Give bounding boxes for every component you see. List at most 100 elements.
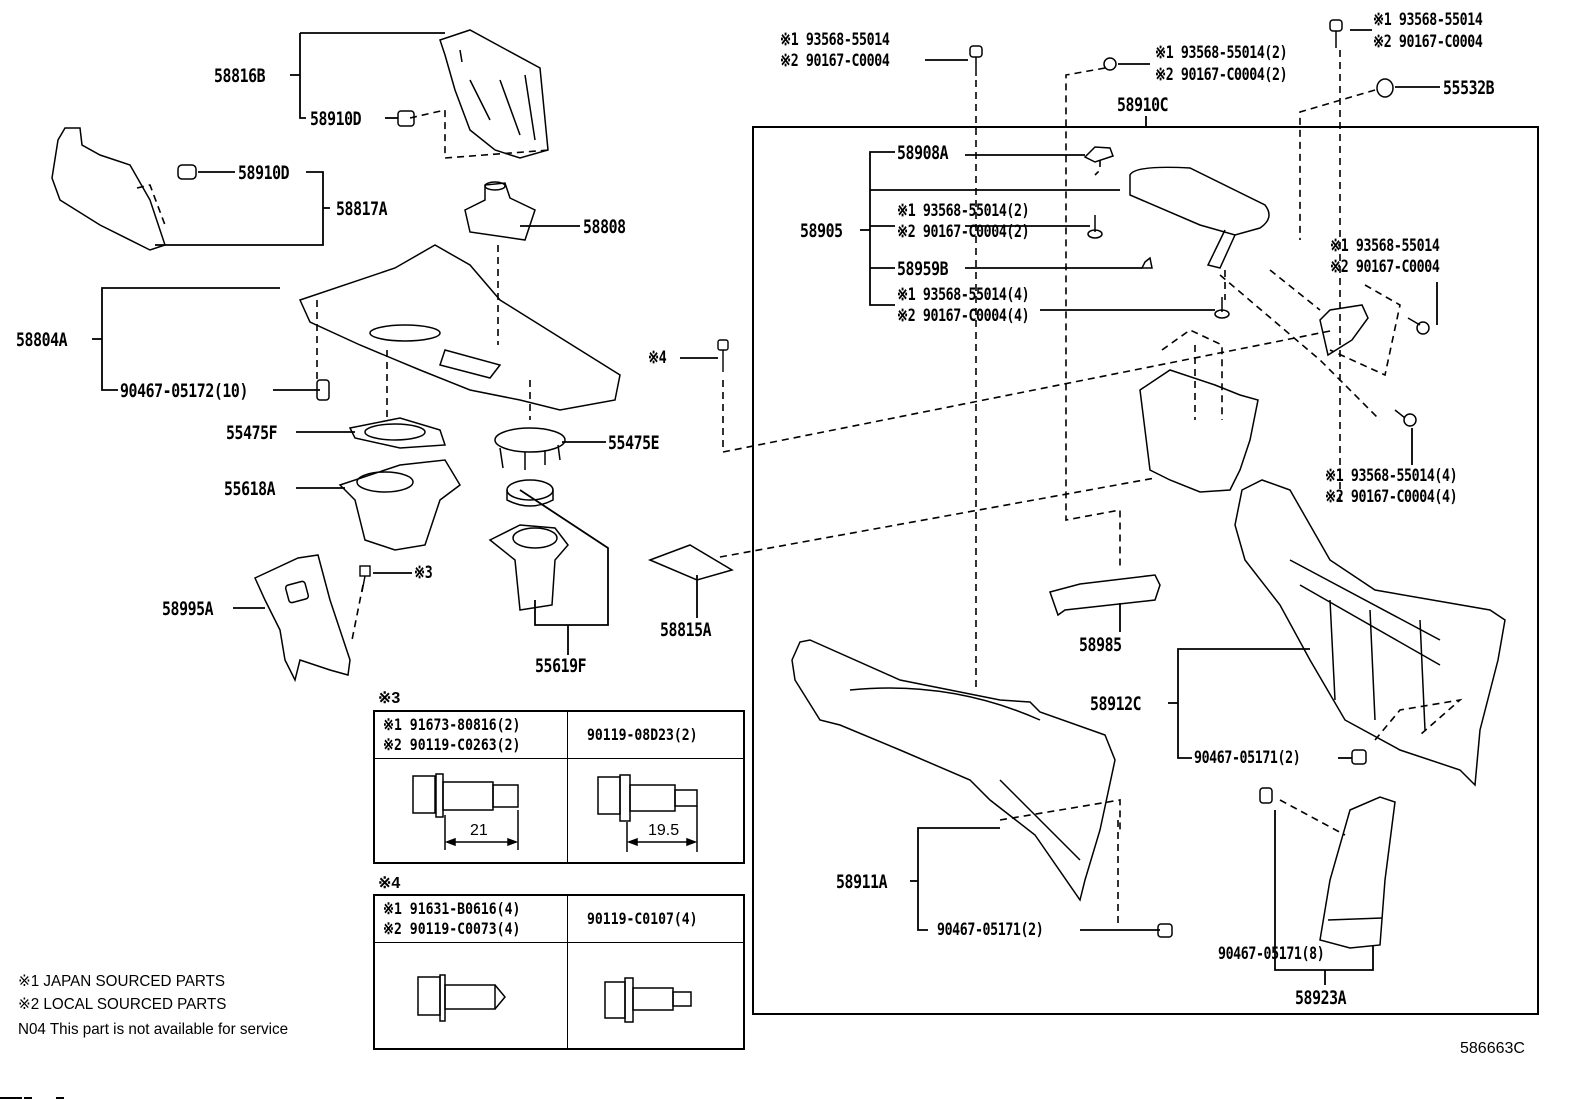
part-58908A: [1083, 146, 1114, 163]
callout-58985[interactable]: 58985: [1079, 634, 1122, 656]
bolt-sub2-line2[interactable]: ※2 90167-C0004(2): [897, 222, 1030, 242]
callout-58910C[interactable]: 58910C: [1117, 94, 1169, 116]
leader-lines: [92, 29, 1539, 1015]
part-55618A: [338, 459, 461, 551]
part-58815A: [647, 544, 734, 581]
bolt-right-low-line1[interactable]: ※1 93568-55014(4): [1325, 466, 1458, 486]
table3-drawings: [412, 773, 698, 852]
callout-90467-05172[interactable]: 90467-05172(10): [120, 380, 248, 402]
bolt-icon-90119-08D23: [597, 774, 698, 822]
callout-58905[interactable]: 58905: [800, 220, 843, 242]
bolt-top-right-line1[interactable]: ※1 93568-55014: [1373, 10, 1483, 30]
part-55475F: [348, 417, 447, 449]
part-58816B: [439, 29, 549, 159]
bolt-ref3: [359, 565, 371, 593]
part-58911A: [791, 639, 1116, 902]
bolt-top-right-line2[interactable]: ※2 90167-C0004: [1373, 32, 1483, 52]
callout-58910D-lower[interactable]: 58910D: [238, 162, 290, 184]
part-58817A: [51, 127, 166, 251]
bolt-right-mid-line2[interactable]: ※2 90167-C0004: [1330, 257, 1440, 277]
bolt-right-low: [1394, 409, 1417, 427]
assembly-dashed-lines: [136, 50, 1463, 925]
callout-55619F[interactable]: 55619F: [535, 655, 587, 677]
table3-dim-right: 19.5: [648, 822, 680, 839]
table3-right[interactable]: 90119-08D23(2): [587, 725, 698, 744]
clip-90467-05171-c: [1259, 787, 1273, 804]
bolt-sub4-line1[interactable]: ※1 93568-55014(4): [897, 285, 1030, 305]
callout-58817A[interactable]: 58817A: [336, 198, 388, 220]
bolt-right-mid: [1407, 317, 1430, 335]
fastener-table-ref3: ※1 91673-80816(2) ※2 90119-C0263(2) 9011…: [373, 710, 745, 864]
bolt-top-mid: [1103, 57, 1117, 71]
table4-right[interactable]: 90119-C0107(4): [587, 909, 698, 928]
clip-58959B: [1140, 256, 1153, 269]
bolt-sub2-line1[interactable]: ※1 93568-55014(2): [897, 201, 1030, 221]
table3-title: ※3: [378, 690, 401, 707]
diagram-code: 586663C: [1460, 1040, 1525, 1057]
callout-58816B[interactable]: 58816B: [214, 65, 266, 87]
callout-58911A[interactable]: 58911A: [836, 871, 888, 893]
bolt-right-low-line2[interactable]: ※2 90167-C0004(4): [1325, 487, 1458, 507]
legend-japan-sourced: ※1 JAPAN SOURCED PARTS: [18, 973, 226, 990]
callout-90467-05171-2-right[interactable]: 90467-05171(2): [1194, 748, 1301, 768]
part-outlines: [51, 19, 1506, 949]
callout-ref3[interactable]: ※3: [414, 563, 433, 583]
clip-58910D-a: [397, 110, 415, 127]
part-58923A: [1319, 796, 1396, 949]
part-58912C: [1234, 479, 1506, 787]
callout-58804A[interactable]: 58804A: [16, 329, 68, 351]
callout-ref4[interactable]: ※4: [648, 348, 667, 368]
clip-55532B: [1376, 78, 1394, 98]
table3-col-divider: [567, 712, 568, 862]
part-58808: [464, 182, 536, 241]
bolt-ref4: [717, 339, 729, 372]
callout-55475F[interactable]: 55475F: [226, 422, 278, 444]
bolt-top-mid-line1[interactable]: ※1 93568-55014(2): [1155, 43, 1288, 63]
table3-row-divider: [375, 758, 743, 759]
bolt-top-left-line2[interactable]: ※2 90167-C0004: [780, 51, 890, 71]
callout-58959B[interactable]: 58959B: [897, 258, 949, 280]
bolt-sub4-line2[interactable]: ※2 90167-C0004(4): [897, 306, 1030, 326]
clip-58910D-b: [177, 164, 197, 180]
part-58905: [1129, 166, 1270, 236]
bolt-icon-91673: [412, 773, 519, 818]
part-storage-bin: [1139, 369, 1259, 493]
callout-90467-05171-2-left[interactable]: 90467-05171(2): [937, 920, 1044, 940]
legend-local-sourced: ※2 LOCAL SOURCED PARTS: [18, 996, 227, 1013]
callout-90467-05171-8[interactable]: 90467-05171(8): [1218, 944, 1325, 964]
bolt-top-mid-line2[interactable]: ※2 90167-C0004(2): [1155, 65, 1288, 85]
callout-58908A[interactable]: 58908A: [897, 142, 949, 164]
table4-drawings: [417, 974, 692, 1023]
part-55619F-cup: [488, 524, 569, 611]
legend-not-available: N04 This part is not available for servi…: [18, 1021, 289, 1038]
bolt-top-left: [969, 45, 983, 76]
part-58985: [1049, 574, 1161, 617]
callout-58910D-upper[interactable]: 58910D: [310, 108, 362, 130]
table4-left-line1[interactable]: ※1 91631-B0616(4): [383, 899, 521, 918]
bolt-right-mid-line1[interactable]: ※1 93568-55014: [1330, 236, 1440, 256]
table3-left-line1[interactable]: ※1 91673-80816(2): [383, 715, 521, 734]
part-58995A: [254, 554, 351, 683]
bolt-icon-90119-C0107: [604, 977, 692, 1023]
table4-left-line2[interactable]: ※2 90119-C0073(4): [383, 919, 521, 938]
clip-90467-05172: [316, 379, 330, 401]
callout-55618A[interactable]: 55618A: [224, 478, 276, 500]
callout-55532B[interactable]: 55532B: [1443, 77, 1495, 99]
part-55475E: [494, 427, 566, 453]
callout-58912C[interactable]: 58912C: [1090, 693, 1142, 715]
dimension-19-5: [626, 806, 698, 852]
callout-58808[interactable]: 58808: [583, 216, 626, 238]
clip-90467-05171-b: [1157, 923, 1173, 938]
bolt-sub4: [1214, 297, 1230, 319]
callout-58815A[interactable]: 58815A: [660, 619, 712, 641]
bolt-sub2: [1087, 215, 1103, 239]
table4-title: ※4: [378, 875, 401, 892]
callout-58995A[interactable]: 58995A: [162, 598, 214, 620]
callout-55475E[interactable]: 55475E: [608, 432, 660, 454]
fastener-table-ref4: ※1 91631-B0616(4) ※2 90119-C0073(4) 9011…: [373, 894, 745, 1050]
clip-90467-05171-a: [1351, 749, 1367, 765]
callout-58923A[interactable]: 58923A: [1295, 987, 1347, 1009]
table3-left-line2[interactable]: ※2 90119-C0263(2): [383, 735, 521, 754]
bolt-top-left-line1[interactable]: ※1 93568-55014: [780, 30, 890, 50]
